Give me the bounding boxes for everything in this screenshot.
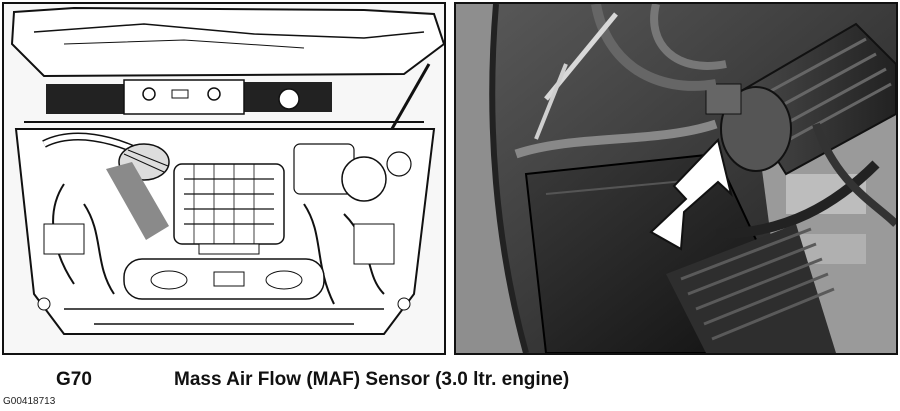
- component-title: Mass Air Flow (MAF) Sensor (3.0 ltr. eng…: [174, 369, 570, 390]
- right-marker-arrow: [649, 137, 733, 251]
- left-marker-arrow: [106, 162, 169, 240]
- engine-bay-svg: [4, 4, 444, 353]
- component-code: G70: [56, 369, 92, 390]
- engine-bay-line-drawing: [2, 2, 446, 355]
- maf-sensor-photo: [454, 2, 898, 355]
- figure-id: G00418713: [3, 396, 56, 407]
- maf-photo-svg: [456, 4, 896, 353]
